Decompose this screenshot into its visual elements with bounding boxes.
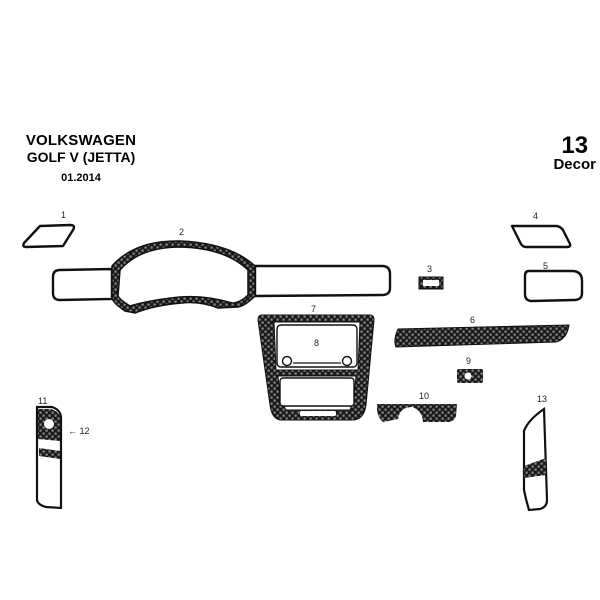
piece-count: 13	[561, 132, 589, 159]
part-label-3: 3	[427, 264, 432, 274]
vehicle-title-block: VOLKSWAGEN GOLF V (JETTA) 01.2014	[6, 132, 156, 186]
part-label-8: 8	[314, 338, 319, 348]
part-4: 4	[510, 211, 572, 249]
part-1: 1	[22, 210, 76, 249]
part-label-10: 10	[419, 391, 429, 401]
part-11: 11	[35, 396, 63, 510]
part-label-1: 1	[61, 210, 66, 220]
part-label-12: ← 12	[68, 426, 90, 436]
part-label-4: 4	[533, 211, 538, 221]
part-label-2: 2	[179, 227, 184, 237]
vehicle-brand: VOLKSWAGEN	[25, 132, 137, 149]
part-label-13: 13	[537, 394, 547, 404]
piece-count-label: Decor	[553, 156, 596, 173]
part-label-11: 11	[38, 396, 47, 406]
part-label-7: 7	[311, 304, 316, 314]
part-3: 3	[418, 264, 444, 290]
part-7: 7	[257, 304, 375, 421]
part-12: ← 12	[68, 426, 90, 436]
piece-count-block: 13 Decor	[553, 132, 596, 173]
part-label-9: 9	[466, 356, 471, 366]
part-label-6: 6	[470, 315, 475, 325]
part-8: 8	[276, 324, 358, 407]
part-9: 9	[457, 356, 483, 383]
part-5: 5	[523, 261, 584, 303]
part-label-5: 5	[543, 261, 548, 271]
part-10: 10	[377, 391, 457, 422]
part-13: 13	[522, 394, 549, 512]
vehicle-model: GOLF V (JETTA)	[26, 149, 136, 165]
vehicle-date: 01.2014	[61, 172, 101, 184]
part-6: 6	[394, 315, 570, 348]
part-2: 2	[51, 227, 392, 314]
